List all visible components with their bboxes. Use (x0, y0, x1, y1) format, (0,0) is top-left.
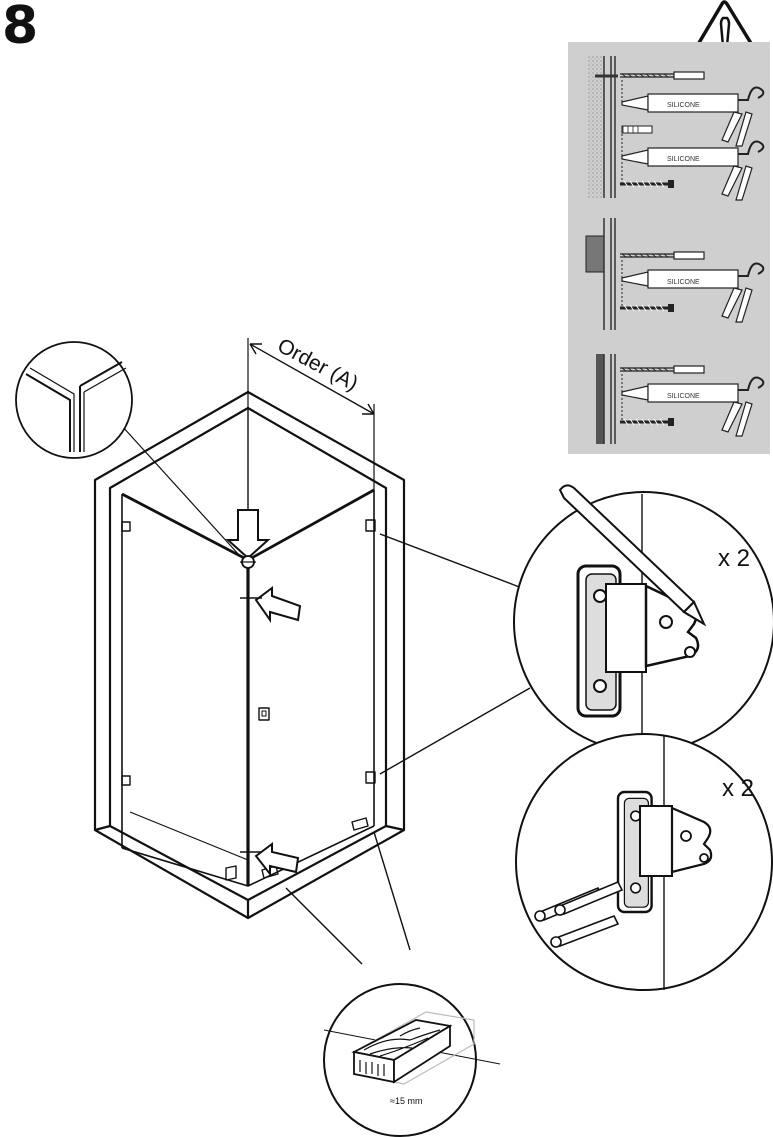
wood-block-icon (351, 1019, 453, 1084)
silicone-instruction-panel: SILICONE SILICONE SILICONE (568, 42, 770, 454)
silicone-label-4: SILICONE (667, 393, 700, 400)
tile-wall-detail: SILICONE (585, 218, 765, 330)
wood-wall-detail: SILICONE (596, 354, 765, 444)
dimension-marker (247, 338, 375, 490)
silicone-label-2: SILICONE (667, 156, 700, 163)
porous-wall-detail: SILICONE SILICONE (588, 56, 765, 201)
bottom-bracket-quantity: x 2 (722, 775, 754, 802)
silicone-label-1: SILICONE (667, 102, 700, 109)
step-number: 8 (2, 0, 38, 56)
silicone-label-3: SILICONE (667, 279, 700, 286)
wood-block-size: ≈15 mm (390, 1096, 422, 1106)
push-down-arrow-icon (225, 509, 271, 569)
top-bracket-quantity: x 2 (718, 545, 750, 572)
shower-enclosure (93, 390, 406, 920)
screws-icon (534, 880, 624, 948)
pencil-icon (558, 484, 707, 627)
push-bottom-arrow-icon (240, 842, 300, 877)
push-side-arrow-icon (240, 586, 302, 624)
bottom-bracket-callout (515, 733, 773, 991)
corner-joint-callout (15, 341, 241, 557)
wood-block-callout (285, 831, 501, 1137)
top-bracket-callout (379, 484, 773, 775)
